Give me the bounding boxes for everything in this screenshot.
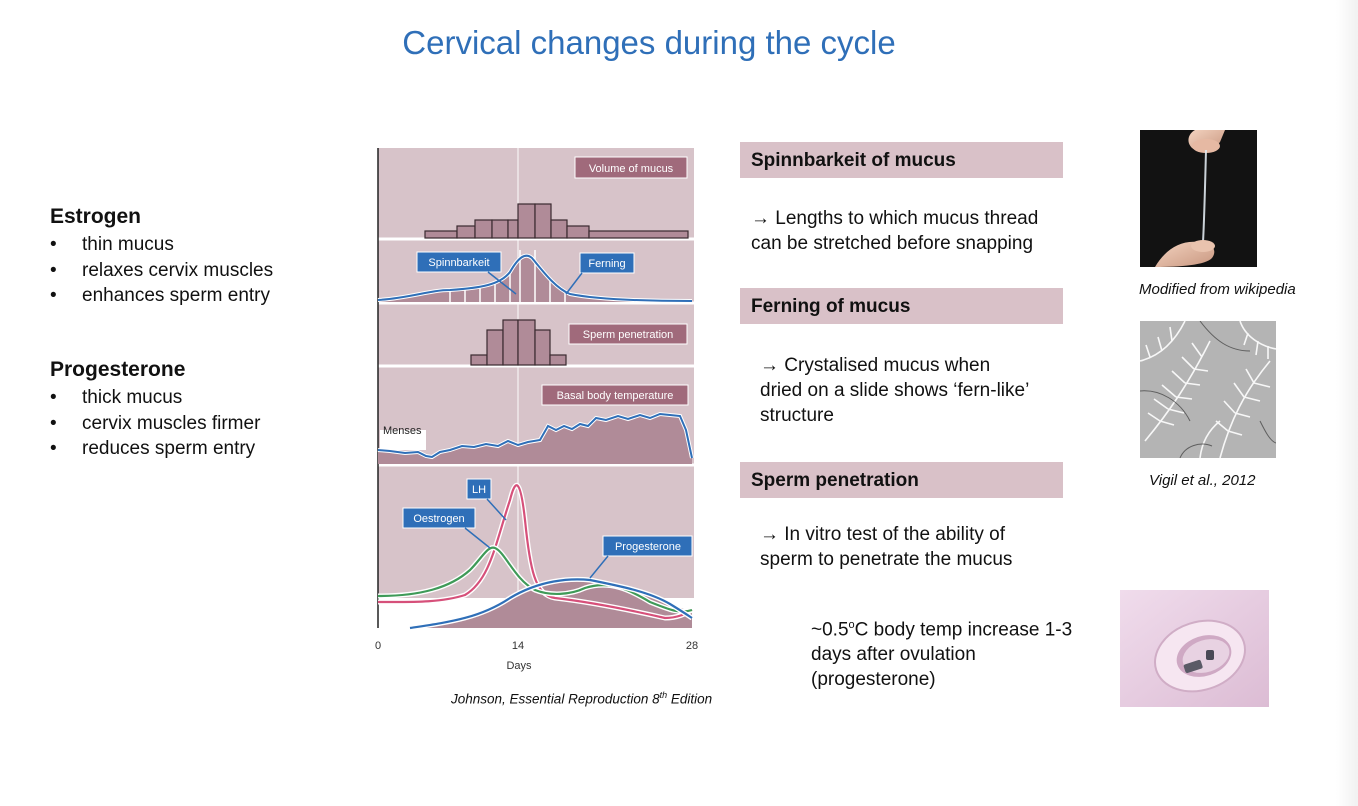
figure-caption: Johnson, Essential Reproduction 8th Edit… xyxy=(451,690,712,707)
lh-curve xyxy=(377,484,693,620)
ferning-pointer xyxy=(565,272,583,295)
ferning-label: Ferning xyxy=(588,258,625,270)
progesterone-label: Progesterone xyxy=(615,541,681,553)
progesterone-curve xyxy=(409,578,693,630)
description-line: → Crystalised mucus when xyxy=(760,355,991,376)
lh-pointer xyxy=(486,498,507,521)
ferning-label-box xyxy=(579,252,635,274)
list-item: reduces sperm entry xyxy=(50,436,260,462)
estrogen-block: Estrogen thin mucus relaxes cervix muscl… xyxy=(50,205,273,309)
description-line: → Lengths to which mucus thread xyxy=(751,208,1039,229)
description-line: sperm to penetrate the mucus xyxy=(760,549,1013,570)
list-item: relaxes cervix muscles xyxy=(50,258,273,284)
progesterone-area xyxy=(410,579,692,628)
panel-dividers xyxy=(378,237,694,467)
list-item: cervix muscles firmer xyxy=(50,411,260,437)
menses-box xyxy=(380,430,426,450)
description-line: dried on a slide shows ‘fern-like’ xyxy=(760,380,1030,401)
progesterone-label-box xyxy=(602,535,693,557)
mucus-thread-photo xyxy=(1140,130,1257,267)
estrogen-heading: Estrogen xyxy=(50,205,142,228)
mucus-thread-image xyxy=(1155,130,1225,267)
hormone-curves xyxy=(377,482,694,631)
tick-label: 0 xyxy=(375,640,381,652)
menses-label: Menses xyxy=(383,425,422,437)
body-temp-note: ~0.5oC body temp increase 1-3 days after… xyxy=(811,613,1072,692)
volume-label-box xyxy=(574,156,688,179)
caption-text: Johnson, Essential Reproduction 8 xyxy=(451,691,660,707)
description-line: can be stretched before snapping xyxy=(751,233,1034,254)
volume-histogram xyxy=(424,203,689,239)
description-line: → In vitro test of the ability of xyxy=(760,524,1005,545)
description-line: ~0.5oC body temp increase 1-3 xyxy=(811,613,1072,642)
oestrogen-label-box xyxy=(402,507,476,529)
smart-ring-photo xyxy=(1120,590,1269,707)
progesterone-block: Progesterone thick mucus cervix muscles … xyxy=(50,358,260,462)
description-line: days after ovulation xyxy=(811,644,976,666)
smart-ring-image xyxy=(1120,590,1269,707)
progesterone-list: thick mucus cervix muscles firmer reduce… xyxy=(50,385,260,462)
ferning-crystals-image xyxy=(1140,321,1276,458)
ferning-heading: Ferning of mucus xyxy=(740,288,1063,324)
spinnbarkeit-pointer xyxy=(487,271,517,295)
caption-text-end: Edition xyxy=(667,691,713,707)
ferning-description: → Crystalised mucus when dried on a slid… xyxy=(760,353,1029,428)
caption-superscript: th xyxy=(659,690,668,700)
spinnbarkeit-heading: Spinnbarkeit of mucus xyxy=(740,142,1063,178)
vigil-caption: Vigil et al., 2012 xyxy=(1149,472,1256,489)
sperm-label: Sperm penetration xyxy=(583,329,674,341)
list-item: enhances sperm entry xyxy=(50,283,273,309)
ferning-photo xyxy=(1140,321,1276,458)
lh-label-box xyxy=(466,478,492,500)
oestrogen-curve xyxy=(377,546,693,613)
description-line: (progesterone) xyxy=(811,669,936,691)
lh-label: LH xyxy=(472,484,486,496)
spinnbarkeit-description: → Lengths to which mucus thread can be s… xyxy=(751,206,1038,256)
list-item: thick mucus xyxy=(50,385,260,411)
list-item: thin mucus xyxy=(50,232,273,258)
spinnbarkeit-curve xyxy=(377,254,693,302)
sperm-penetration-description: → In vitro test of the ability of sperm … xyxy=(760,522,1012,572)
bbt-area xyxy=(378,414,692,464)
tick-label: 14 xyxy=(512,640,524,652)
progesterone-heading: Progesterone xyxy=(50,358,186,381)
slide-title: Cervical changes during the cycle xyxy=(402,24,896,61)
volume-label: Volume of mucus xyxy=(589,163,674,175)
x-axis-label: Days xyxy=(506,660,532,672)
description-line: structure xyxy=(760,405,834,426)
degree-superscript: o xyxy=(848,619,855,631)
estrogen-list: thin mucus relaxes cervix muscles enhanc… xyxy=(50,232,273,309)
sperm-penetration-heading: Sperm penetration xyxy=(740,462,1063,498)
slide-edge-shadow xyxy=(1336,0,1358,806)
spinnbarkeit-label: Spinnbarkeit xyxy=(428,257,489,269)
bbt-label-box xyxy=(541,384,689,406)
oestrogen-pointer xyxy=(464,527,491,549)
sperm-label-box xyxy=(568,323,688,345)
oestrogen-label: Oestrogen xyxy=(413,513,464,525)
cycle-figure: Volume of mucus Spinnbarkeit Ferning Spe… xyxy=(375,148,698,672)
wikipedia-caption: Modified from wikipedia xyxy=(1139,281,1296,298)
note-text: ~0.5 xyxy=(811,619,849,641)
note-text: C body temp increase 1-3 xyxy=(854,619,1073,641)
bbt-label: Basal body temperature xyxy=(557,390,674,402)
bbt-curve xyxy=(377,412,693,459)
sperm-histogram xyxy=(470,319,567,366)
tick-label: 28 xyxy=(686,640,698,652)
progesterone-pointer xyxy=(589,555,609,579)
spinnbarkeit-label-box xyxy=(416,251,502,273)
